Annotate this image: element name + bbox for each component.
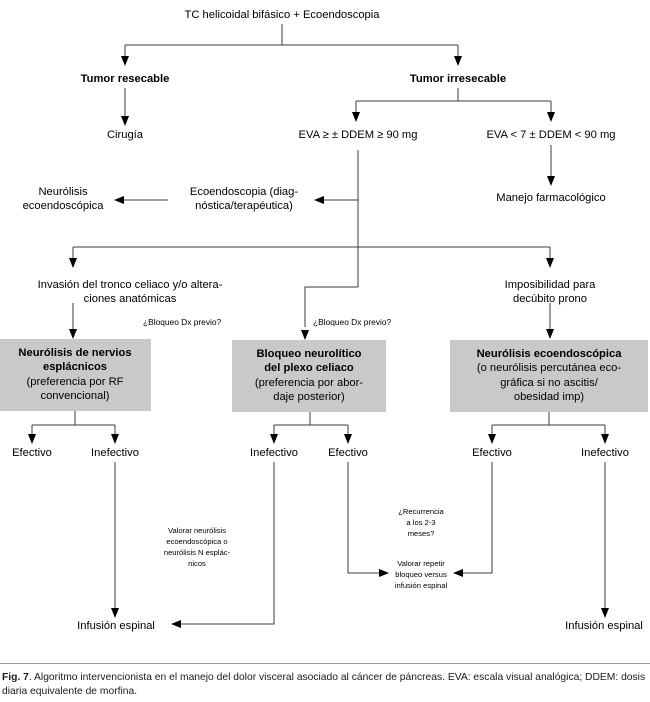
outcome-box2-right: Efectivo [328,447,368,459]
node-invasion-line-2: ciones anatómicas [84,293,177,305]
gray-box-2-line-4: daje posterior) [273,391,345,403]
outcome-box1-left: Efectivo [12,447,52,459]
gray-box-2-line-2: del plexo celiaco [264,362,354,374]
valorar-repetir-line-2-a: bloqueo [395,570,424,579]
gray-box-3-line-4: obesidad imp) [514,391,585,403]
gray-box-neurolisis-nervios-esplacnicos: Neurólisis de nervios esplácnicos (prefe… [0,339,151,411]
valorar-neurolisis-line-1: Valorar neurólisis [168,526,226,535]
gray-box-1-line-3: (preferencia por RF [27,376,124,388]
node-eva-bajo: EVA < 7 ± DDEM < 90 mg [486,129,615,141]
node-ecoendoscopia-line-1: Ecoendoscopia (diag- [190,186,298,198]
gray-box-2-line-3: (preferencia por abor- [255,377,363,389]
recurrencia-line-3: meses? [408,529,435,538]
annotation-valorar-neurolisis: Valorar neurólisis ecoendoscópica o neur… [164,526,231,568]
node-ecoendoscopia-line-2: nóstica/terapéutica) [195,200,293,212]
figure-label: Fig. 7 [2,672,29,683]
gray-box-3-line-2: (o neurólisis percutánea eco- [477,362,622,374]
recurrencia-line-1: ¿Recurrencia [398,507,444,516]
arrowheads [28,56,609,628]
node-tumor-resecable: Tumor resecable [81,73,170,85]
valorar-repetir-line-2-b: versus [424,570,447,579]
node-eva-alto: EVA ≥ ± DDEM ≥ 90 mg [299,129,418,141]
valorar-repetir-line-2: bloqueo versus [395,570,447,579]
gray-box-neurolisis-ecoendoscopica: Neurólisis ecoendoscópica (o neurólisis … [450,340,648,412]
gray-box-1-line-2: esplácnicos [43,361,107,373]
figure-caption: Fig. 7. Algoritmo intervencionista en el… [0,663,650,698]
valorar-neurolisis-line-2: ecoendoscópica o [166,537,227,546]
outcome-box2-left: Inefectivo [250,447,298,459]
node-manejo-farmacologico: Manejo farmacológico [496,192,605,204]
node-neurolisis-eco-line-1: Neurólisis [38,186,88,198]
node-neurolisis-eco-line-2: ecoendoscópica [23,200,105,212]
node-root: TC helicoidal bifásico + Ecoendoscopia [185,9,381,21]
gray-box-1-line-1: Neurólisis de nervios [18,347,131,359]
annotation-recurrencia: ¿Recurrencia a los 2-3 meses? [398,507,444,538]
label-bloqueo-dx-previo-2: ¿Bloqueo Dx previo? [313,317,392,327]
gray-box-3-line-1: Neurólisis ecoendoscópica [477,348,623,360]
node-tumor-irresecable: Tumor irresecable [410,73,506,85]
node-invasion-line-1: Invasión del tronco celiaco y/o altera- [38,279,223,291]
terminal-infusion-espinal-derecha: Infusión espinal [565,620,643,632]
valorar-neurolisis-line-3: neurólisis N esplác- [164,548,231,557]
valorar-repetir-line-3: infusión espinal [395,581,448,590]
flowchart-figure: Neurólisis de nervios esplácnicos (prefe… [0,9,648,632]
outcome-box3-right: Inefectivo [581,447,629,459]
gray-box-bloqueo-neurolitico-plexo-celiaco: Bloqueo neurolítico del plexo celiaco (p… [232,340,386,412]
figure-caption-text: . Algoritmo intervencionista en el manej… [2,672,646,697]
valorar-repetir-line-1: Valorar repetir [397,559,445,568]
gray-box-1-line-4: convencional) [40,390,109,402]
gray-box-3-line-3: gráfica si no ascitis/ [500,377,599,389]
outcome-box1-right: Inefectivo [91,447,139,459]
outcome-box3-left: Efectivo [472,447,512,459]
gray-box-2-line-1: Bloqueo neurolítico [256,348,361,360]
recurrencia-line-2: a los 2-3 [406,518,435,527]
annotation-valorar-repetir: Valorar repetir bloqueo versus infusión … [395,559,448,590]
valorar-neurolisis-line-4: nicos [188,559,206,568]
label-bloqueo-dx-previo-1: ¿Bloqueo Dx previo? [143,317,222,327]
node-imposibilidad-line-1: Imposibilidad para [505,279,597,291]
node-cirugia: Cirugía [107,129,144,141]
node-imposibilidad-line-2: decúbito prono [513,293,587,305]
terminal-infusion-espinal-izquierda: Infusión espinal [77,620,155,632]
